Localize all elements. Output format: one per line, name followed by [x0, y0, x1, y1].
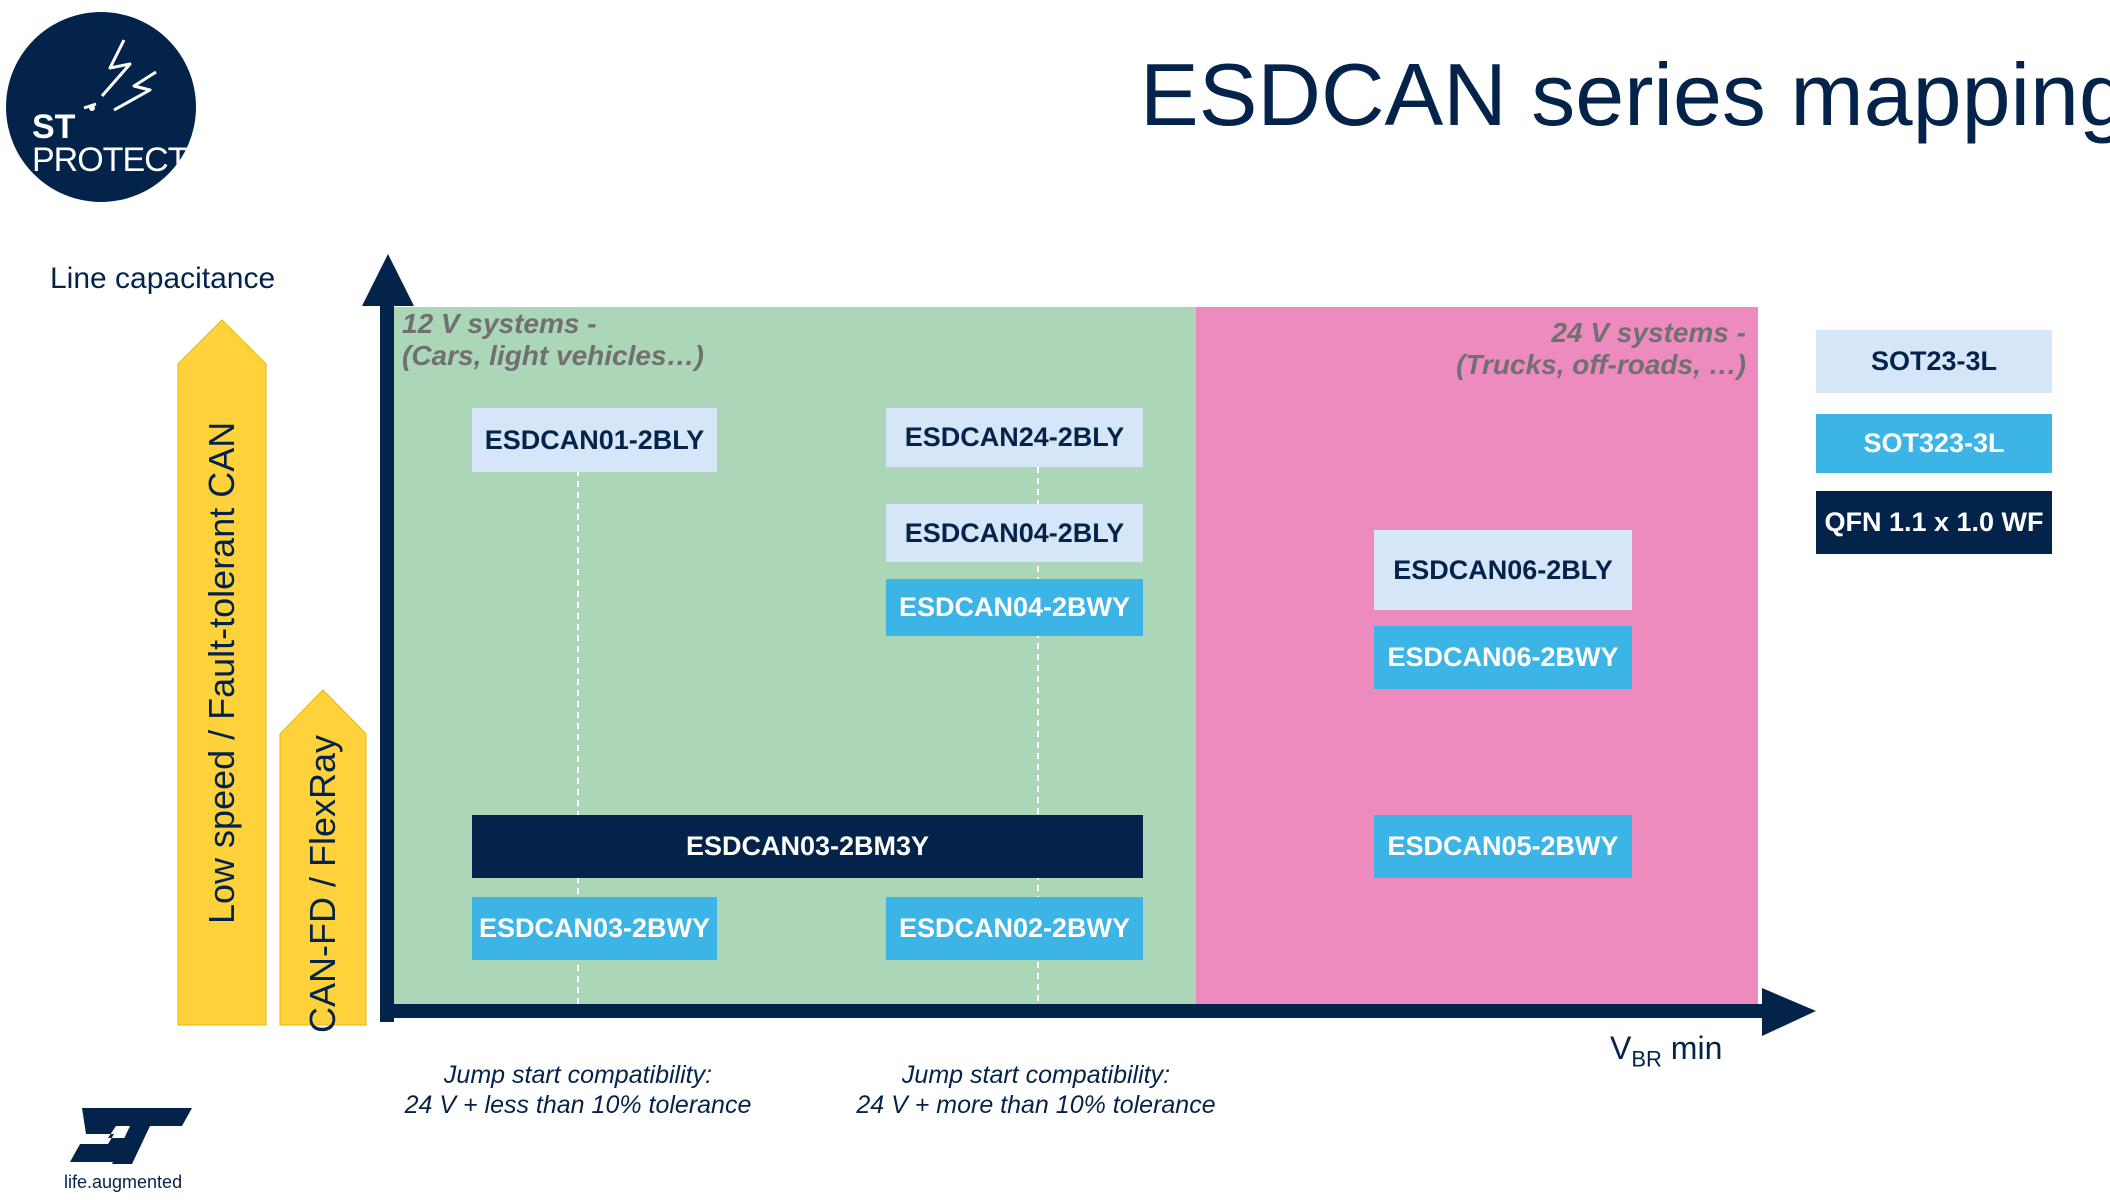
category-arrow-low-speed	[177, 319, 267, 1026]
y-axis-label: Line capacitance	[50, 262, 276, 295]
category-arrow-can-fd	[279, 689, 367, 1026]
st-logo-icon	[70, 1108, 192, 1164]
caption-more-tolerance: Jump start compatibility: 24 V + more th…	[856, 1061, 1216, 1119]
logo-protect-text: PROTECT	[32, 141, 188, 179]
zone-12v-label: 12 V systems - (Cars, light vehicles…)	[402, 308, 704, 371]
product-esdcan06-2bwy: ESDCAN06-2BWY	[1374, 626, 1632, 689]
y-axis-line	[380, 290, 394, 1022]
legend-qfn: QFN 1.1 x 1.0 WF	[1816, 491, 2052, 554]
x-axis-label: VBR min	[1610, 1030, 1723, 1072]
category-label-can-fd: CAN-FD / FlexRay	[302, 734, 343, 1034]
y-axis-arrowhead	[362, 254, 414, 306]
x-axis-line	[380, 1004, 1764, 1018]
product-esdcan01-2bly: ESDCAN01-2BLY	[472, 408, 717, 472]
product-esdcan04-2bwy: ESDCAN04-2BWY	[886, 579, 1143, 636]
logo-st-text: ST	[32, 108, 76, 146]
product-esdcan03-2bwy: ESDCAN03-2BWY	[472, 897, 717, 960]
zone-24v-label: 24 V systems - (Trucks, off-roads, …)	[1456, 317, 1746, 380]
caption-less-tolerance: Jump start compatibility: 24 V + less th…	[404, 1061, 752, 1119]
product-esdcan03-2bm3y: ESDCAN03-2BM3Y	[472, 815, 1143, 878]
legend-sot323-3l: SOT323-3L	[1816, 414, 2052, 473]
brand-tagline: life.augmented	[64, 1172, 183, 1192]
product-esdcan06-2bly: ESDCAN06-2BLY	[1374, 530, 1632, 610]
legend-sot23-3l: SOT23-3L	[1816, 330, 2052, 393]
category-label-low-speed: Low speed / Fault-tolerant CAN	[201, 421, 242, 924]
product-esdcan05-2bwy: ESDCAN05-2BWY	[1374, 815, 1632, 878]
product-esdcan24-2bly: ESDCAN24-2BLY	[886, 408, 1143, 467]
product-esdcan04-2bly: ESDCAN04-2BLY	[886, 504, 1143, 562]
product-esdcan02-2bwy: ESDCAN02-2BWY	[886, 897, 1143, 960]
st-protect-logo: ST PROTECT	[6, 12, 196, 202]
lightning-bolt-icon	[83, 39, 157, 112]
x-axis-arrowhead	[1762, 988, 1816, 1036]
page-title: ESDCAN series mapping	[1140, 45, 2110, 144]
